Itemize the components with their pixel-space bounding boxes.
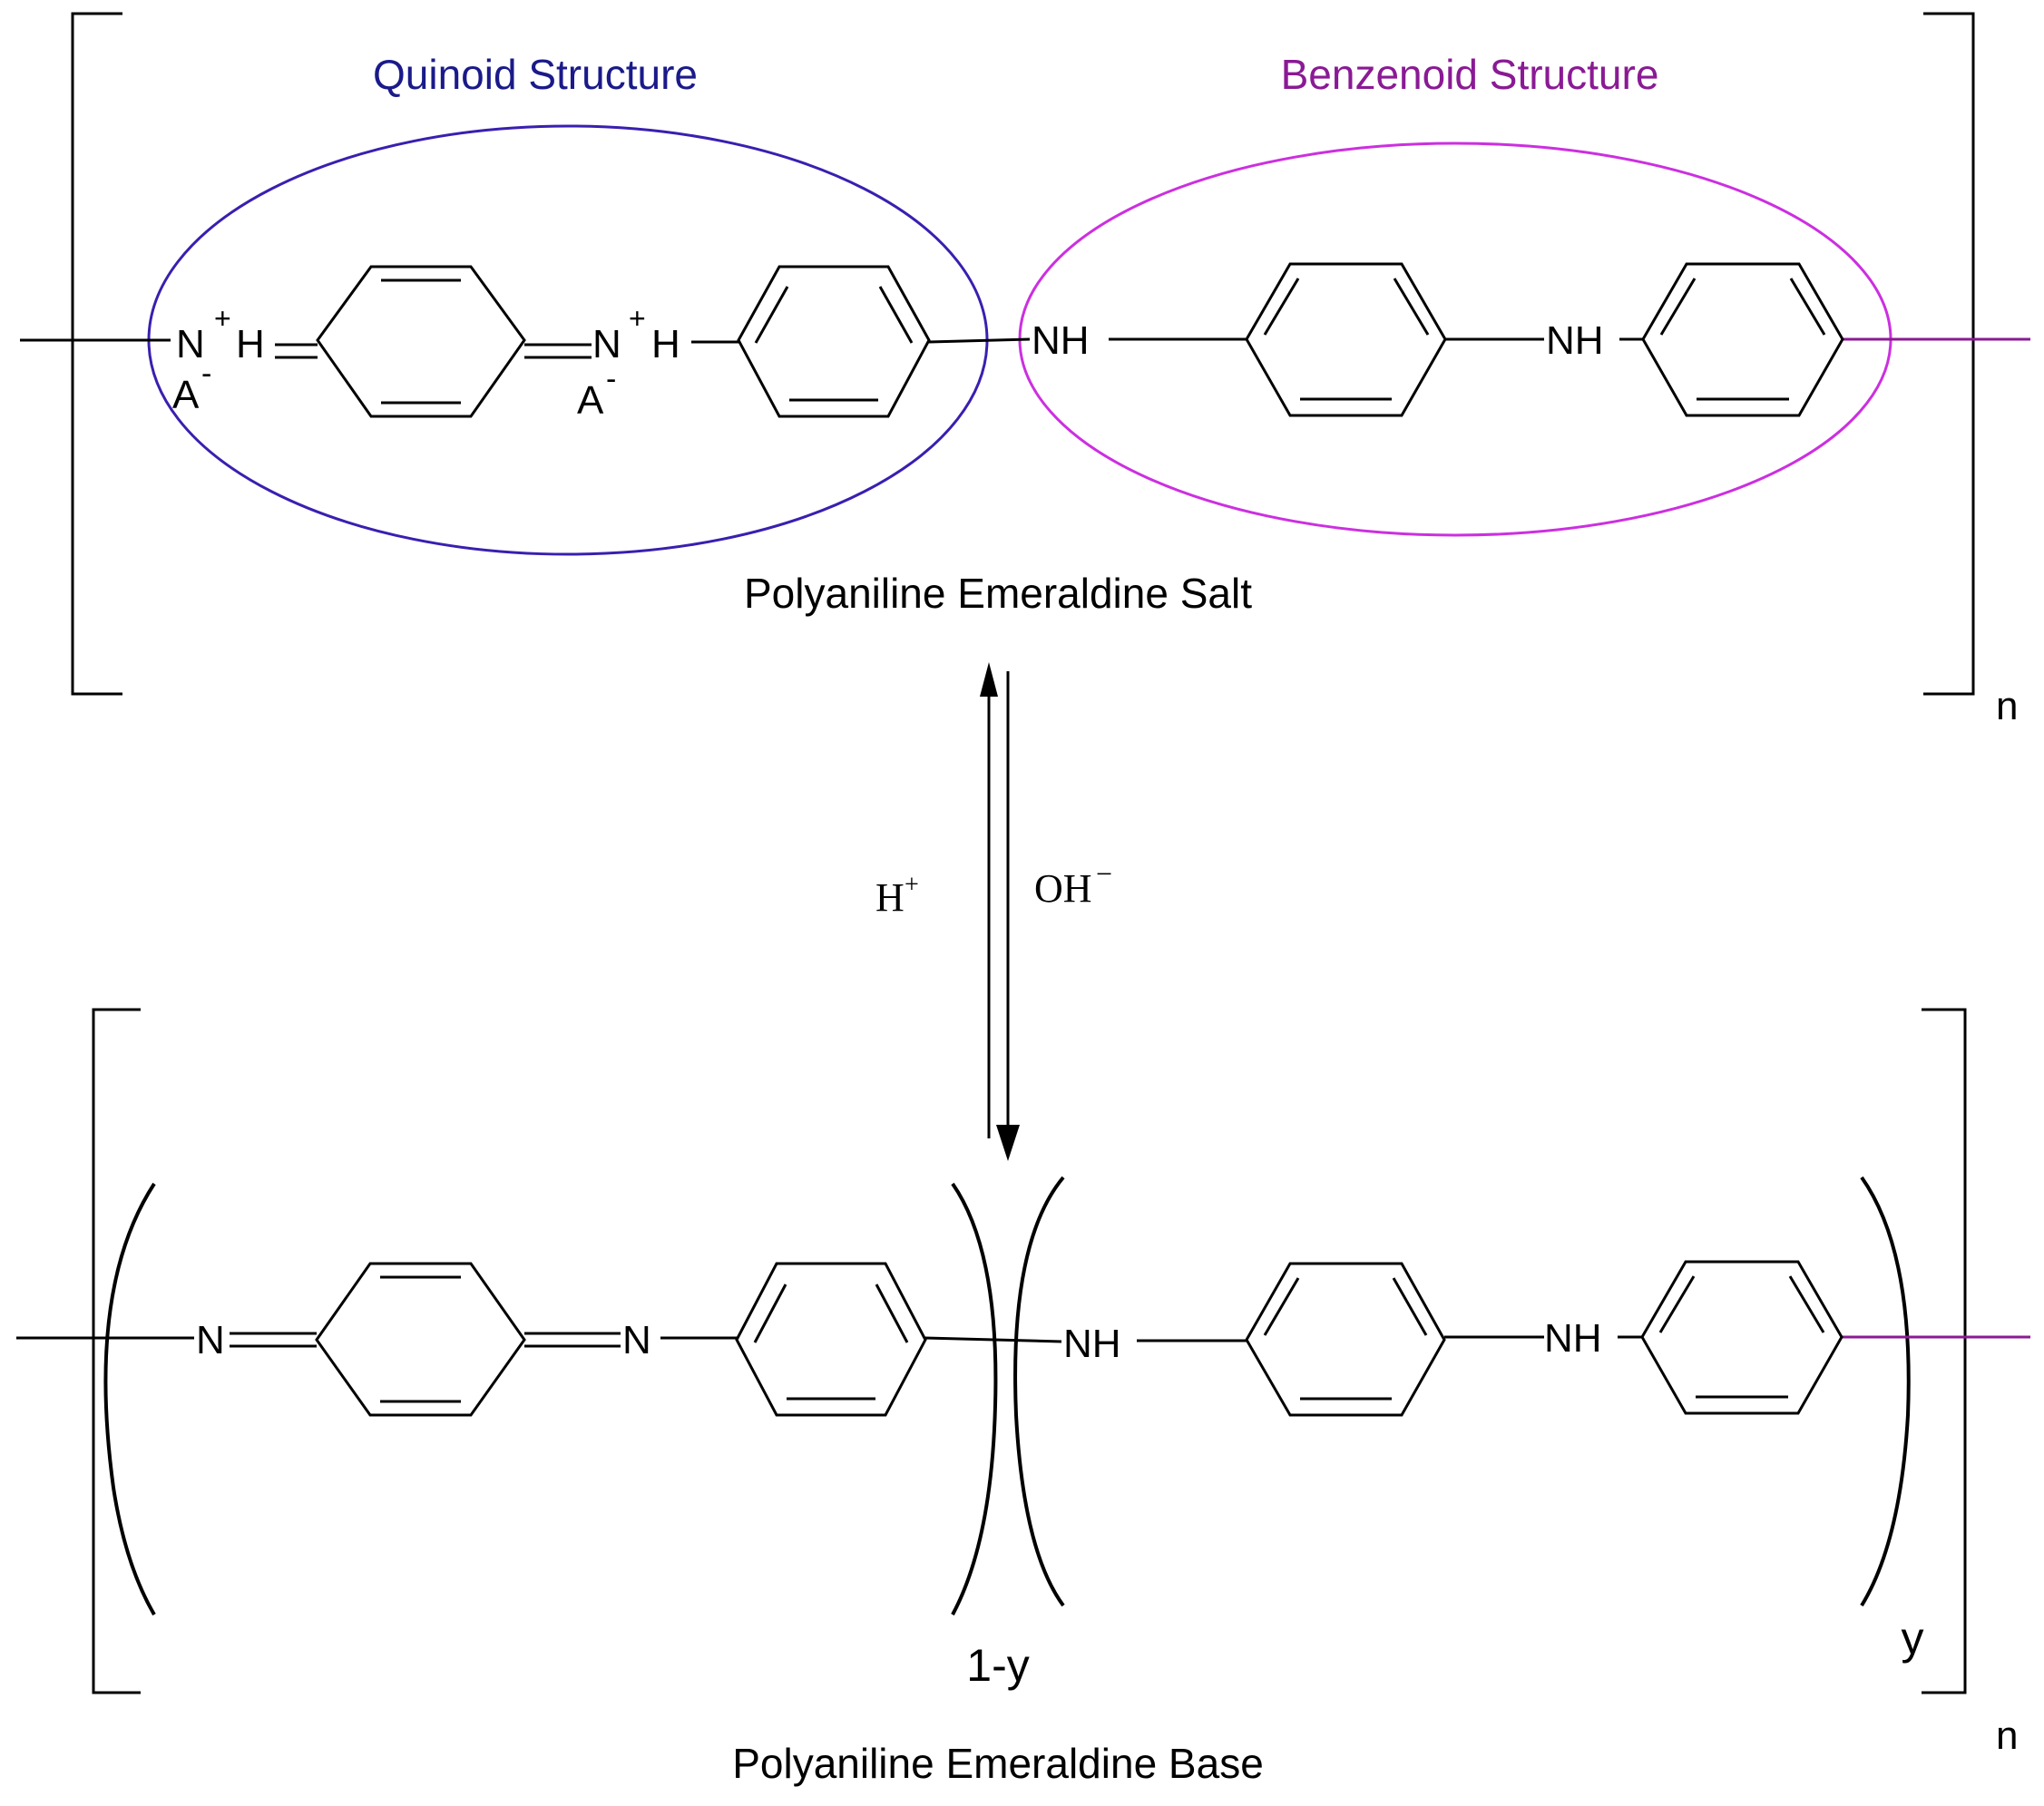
subscript-1-y: 1-y: [966, 1640, 1029, 1691]
repeat-subscript-top: n: [1996, 684, 2018, 728]
benzenoid-structure-label: Benzenoid Structure: [1281, 51, 1659, 98]
benzene-ring-bottom-1: [735, 1262, 927, 1417]
paren-left-2: [1013, 1176, 1065, 1607]
atom-h1-top: H: [236, 322, 265, 366]
atom-h2-top: H: [651, 322, 680, 366]
charge-a1: -: [201, 356, 211, 391]
charge-n1-top: +: [214, 302, 231, 335]
left-bracket-bottom: [92, 1008, 141, 1694]
charge-n2-top: +: [629, 302, 646, 335]
arrow-up-head: [980, 662, 998, 697]
benzene-ring-bottom-2: [1245, 1262, 1446, 1417]
paren-left-1: [103, 1182, 156, 1616]
atom-nh2-top: NH: [1546, 318, 1604, 363]
benzene-ring-top-3: [1641, 262, 1844, 417]
quinoid-structure-label: Quinoid Structure: [373, 51, 698, 98]
charge-a2: -: [606, 362, 616, 396]
equilibrium-arrows: H + OH −: [875, 662, 1112, 1161]
atom-n2-bottom: N: [622, 1318, 651, 1362]
counterion-a1: A: [172, 373, 200, 417]
subscript-y: y: [1902, 1613, 1924, 1664]
left-bracket-top: [71, 12, 122, 696]
atom-n2-top: N: [592, 322, 621, 366]
paren-right-2: [1860, 1176, 1911, 1607]
acid-charge: +: [905, 871, 919, 899]
atom-n1-bottom: N: [196, 1318, 225, 1362]
quinoid-ellipse: [147, 124, 989, 556]
base-label: OH: [1034, 866, 1092, 911]
atom-nh1-bottom: NH: [1063, 1322, 1121, 1366]
bond-ring6-nh: [924, 1336, 1062, 1343]
right-bracket-top: [1923, 12, 1975, 696]
emeraldine-base-caption: Polyaniline Emeraldine Base: [732, 1740, 1264, 1787]
paren-right-1: [951, 1182, 998, 1616]
quinoid-ring-bottom: [315, 1262, 526, 1417]
base-charge: −: [1096, 857, 1112, 890]
emeraldine-salt-structure: Quinoid Structure Benzenoid Structure N …: [20, 12, 2030, 728]
benzene-ring-top-2: [1245, 262, 1447, 417]
right-bracket-bottom: [1922, 1008, 1967, 1694]
repeat-subscript-bottom: n: [1996, 1713, 2018, 1758]
quinoid-ring-top: [316, 265, 526, 418]
emeraldine-base-structure: N N NH NH 1-y y n Polyaniline Emeraldine…: [16, 1008, 2030, 1787]
arrow-down-head: [996, 1125, 1020, 1161]
atom-nh2-bottom: NH: [1544, 1316, 1602, 1361]
emeraldine-salt-caption: Polyaniline Emeraldine Salt: [744, 570, 1252, 617]
acid-label: H: [875, 875, 905, 920]
atom-n1-top: N: [176, 322, 205, 366]
benzene-ring-bottom-3: [1640, 1260, 1844, 1415]
benzene-ring-top-1: [737, 265, 931, 418]
counterion-a2: A: [577, 378, 604, 423]
bond-ring2-nh: [928, 337, 1031, 344]
atom-nh1-top: NH: [1032, 318, 1090, 363]
